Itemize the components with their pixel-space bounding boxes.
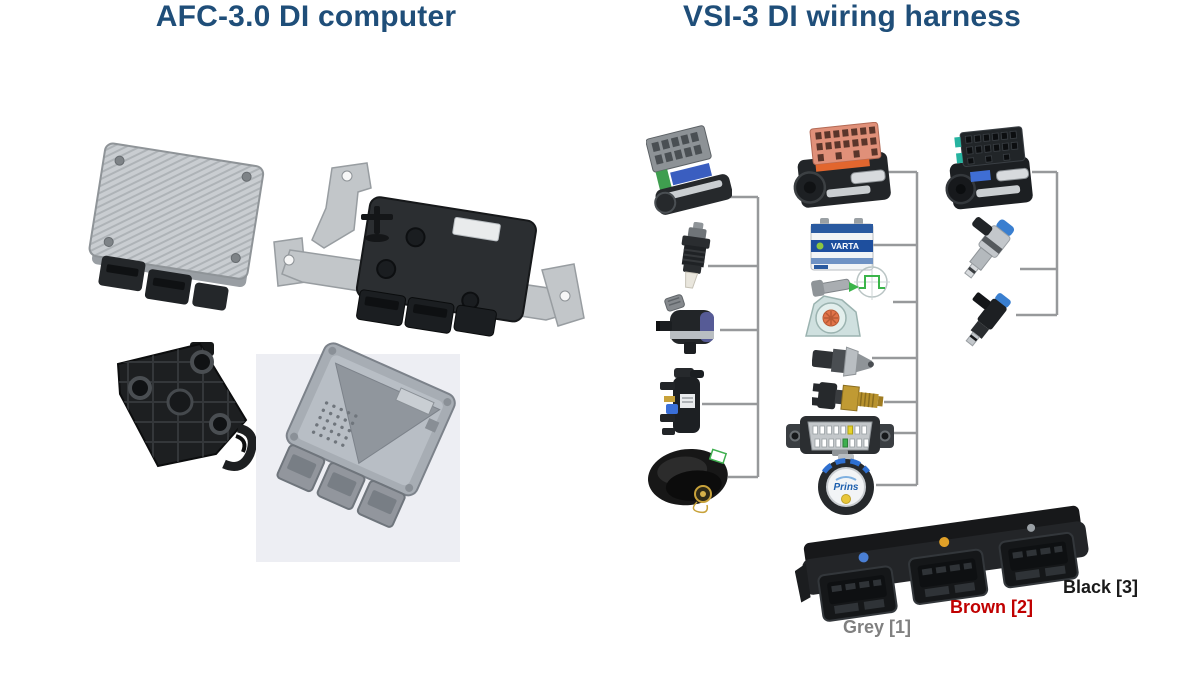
grey-ecu-connector-image xyxy=(646,125,732,215)
prins-fuel-selector-switch-image: Prins xyxy=(818,454,874,515)
pressure-regulator-unit-image xyxy=(660,368,704,435)
vsi-ecu-three-connector-image xyxy=(795,505,1089,622)
svg-text:Prins: Prins xyxy=(833,482,858,493)
fuel-pressure-sensor-image xyxy=(812,346,874,377)
gas-temperature-sensor-image xyxy=(681,222,711,289)
fuel-injection-diagram-image xyxy=(805,264,890,337)
aluminium-afc-ecu-image xyxy=(88,142,265,311)
obd-diagnostic-connector-image xyxy=(786,416,894,456)
toroidal-lpg-tank-image xyxy=(648,448,728,514)
right-panel-title: VSI-3 DI wiring harness xyxy=(682,0,1022,33)
afc-ecu-cad-rendering-image xyxy=(256,342,460,562)
di-fuel-injector-image xyxy=(964,217,1015,279)
afc-ecu-on-steel-mounting-bracket-image xyxy=(273,162,585,337)
gas-filter-unit-image xyxy=(656,294,714,354)
ecu-connector-label-brown: Brown [2] xyxy=(950,597,1033,617)
ecu-connector-label-grey: Grey [1] xyxy=(843,617,912,637)
ecu-connector-label-black: Black [3] xyxy=(1063,577,1139,597)
plastic-mounting-bracket-image xyxy=(116,342,257,471)
coolant-temperature-sensor-image xyxy=(812,382,884,412)
varta-battery-image: VARTA xyxy=(810,218,874,271)
black-ecu-connector-image xyxy=(945,126,1033,210)
brown-ecu-connector-image xyxy=(793,122,891,208)
port-fuel-injector-image xyxy=(965,292,1011,347)
left-panel-title: AFC-3.0 DI computer xyxy=(155,0,457,33)
svg-text:VARTA: VARTA xyxy=(831,241,859,251)
